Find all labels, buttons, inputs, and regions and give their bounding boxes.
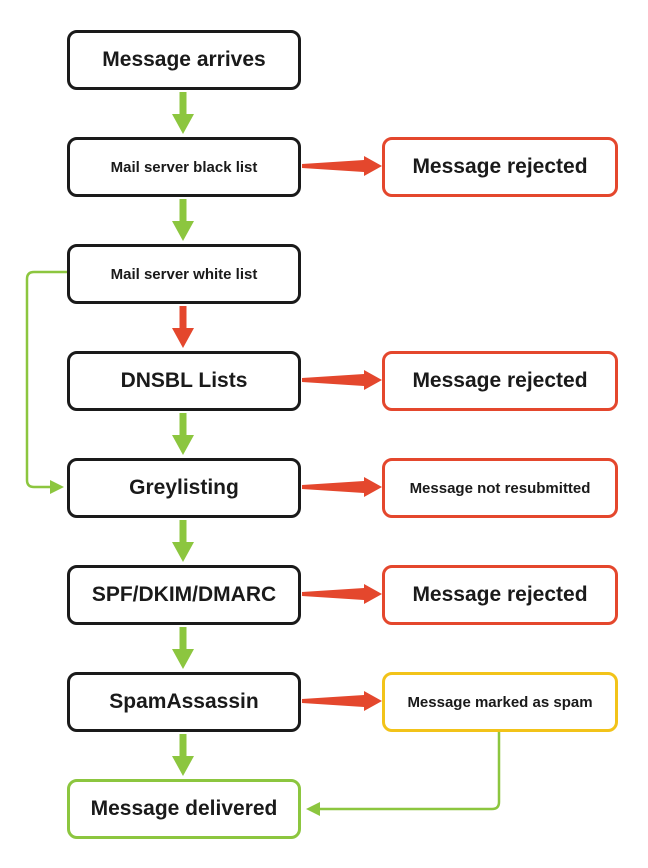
flow-arrow-dnsbl-to-greylisting (172, 413, 194, 455)
reject-arrow-greylisting (302, 477, 382, 497)
whitelist-bypass-connector (25, 270, 67, 494)
step-spf-dkim-dmarc: SPF/DKIM/DMARC (67, 565, 301, 625)
flow-arrow-spamassassin-to-delivered (172, 734, 194, 776)
step-message-delivered: Message delivered (67, 779, 301, 839)
step-dnsbl-lists: DNSBL Lists (67, 351, 301, 411)
outcome-dnsbl-rejected: Message rejected (382, 351, 618, 411)
outcome-spf-rejected: Message rejected (382, 565, 618, 625)
flow-arrow-whitelist-to-dnsbl (172, 306, 194, 348)
outcome-greylisting-not-resubmitted: Message not resubmitted (382, 458, 618, 518)
step-mail-server-black-list: Mail server black list (67, 137, 301, 197)
step-mail-server-white-list: Mail server white list (67, 244, 301, 304)
step-message-arrives: Message arrives (67, 30, 301, 90)
reject-arrow-blacklist (302, 156, 382, 176)
flow-arrow-blacklist-to-whitelist (172, 199, 194, 241)
step-greylisting: Greylisting (67, 458, 301, 518)
outcome-marked-as-spam: Message marked as spam (382, 672, 618, 732)
reject-arrow-spf (302, 584, 382, 604)
step-spamassassin: SpamAssassin (67, 672, 301, 732)
flow-arrow-greylisting-to-spf (172, 520, 194, 562)
spam-to-delivered-connector (306, 732, 501, 816)
reject-arrow-dnsbl (302, 370, 382, 390)
flow-arrow-arrives-to-blacklist (172, 92, 194, 134)
outcome-blacklist-rejected: Message rejected (382, 137, 618, 197)
flow-arrow-spf-to-spamassassin (172, 627, 194, 669)
reject-arrow-spamassassin (302, 691, 382, 711)
